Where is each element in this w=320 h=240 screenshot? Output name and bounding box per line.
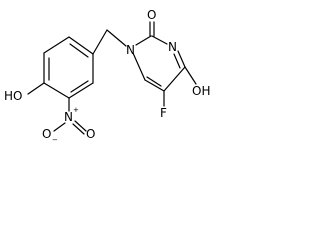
atom-label-o-nitro-minus: O <box>42 127 51 141</box>
bond-c6-n1 <box>132 52 146 81</box>
bond-c4-c5 <box>163 66 186 92</box>
bond-ar4-ar5 <box>43 82 70 99</box>
bond-n3-c4 <box>177 50 186 68</box>
phenol-and-nitro-substituents <box>27 82 87 135</box>
benzene-ring <box>43 36 94 99</box>
bond-ar5-ar6 <box>68 82 94 99</box>
atom-label-n3: N <box>168 40 177 54</box>
atom-label-n-nitro: N <box>64 110 73 124</box>
bond-nitro-o-double <box>74 120 87 132</box>
atom-label-o-carbonyl: O <box>147 8 156 22</box>
bond-ar-oh <box>27 82 45 95</box>
bond-c5-c6-double <box>146 76 162 87</box>
pyrimidine-ring <box>132 21 197 107</box>
charge-plus-nitro: + <box>73 106 79 114</box>
bond-ch2-aryl <box>92 29 108 55</box>
bond-n1-c2 <box>135 35 152 46</box>
bond-n3-c4-double <box>173 53 181 69</box>
bond-ar2-ar3 <box>43 36 70 54</box>
bond-c2-n3 <box>151 35 168 45</box>
bond-c5-c6 <box>144 79 165 92</box>
methylene-linker <box>92 29 127 55</box>
bond-c4-oh <box>184 66 197 85</box>
atom-labels: O N OH F N HO N + O − O <box>4 8 210 144</box>
atom-label-ho-phenol: HO <box>4 89 22 103</box>
charge-minus-nitro: − <box>52 136 58 144</box>
atom-label-f: F <box>160 106 167 120</box>
atom-label-n1: N <box>126 43 135 57</box>
bond-aromatic-inner-3 <box>70 80 89 93</box>
bond-nitro-o-minus <box>53 122 66 132</box>
bond-nitro-o-double-2 <box>72 123 85 135</box>
atom-label-oh-c4: OH <box>192 84 210 98</box>
chemical-structure-diagram: O N OH F N HO N + O − O <box>4 8 210 144</box>
bond-n1-ch2 <box>106 29 127 47</box>
bond-aromatic-inner-1 <box>69 43 89 58</box>
atom-label-o-nitro: O <box>86 127 95 141</box>
bond-ar1-ar2 <box>68 36 94 55</box>
